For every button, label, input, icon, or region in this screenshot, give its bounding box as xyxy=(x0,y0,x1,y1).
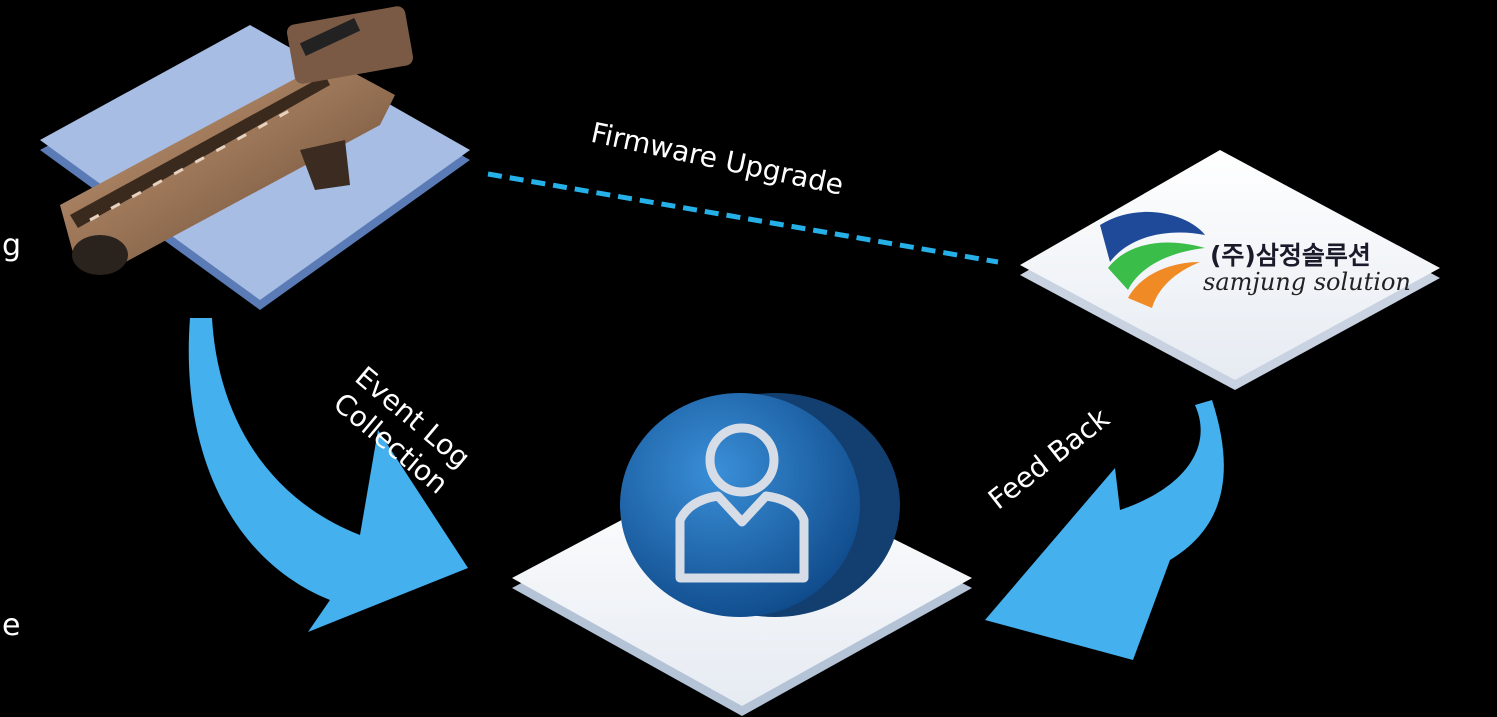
event-log-arrow xyxy=(188,318,469,632)
company-name-english: samjung solution xyxy=(1203,268,1411,296)
feed-back-arrow xyxy=(985,400,1224,660)
clipped-text-top: g xyxy=(2,228,22,263)
launcher-device-icon xyxy=(60,6,414,275)
firmware-upgrade-line xyxy=(487,171,999,265)
clipped-text-bottom: e xyxy=(2,608,21,643)
company-logo-mark xyxy=(1100,211,1205,308)
user-icon xyxy=(620,393,900,617)
company-name-korean: (주)삼정솔루션 xyxy=(1210,241,1371,270)
